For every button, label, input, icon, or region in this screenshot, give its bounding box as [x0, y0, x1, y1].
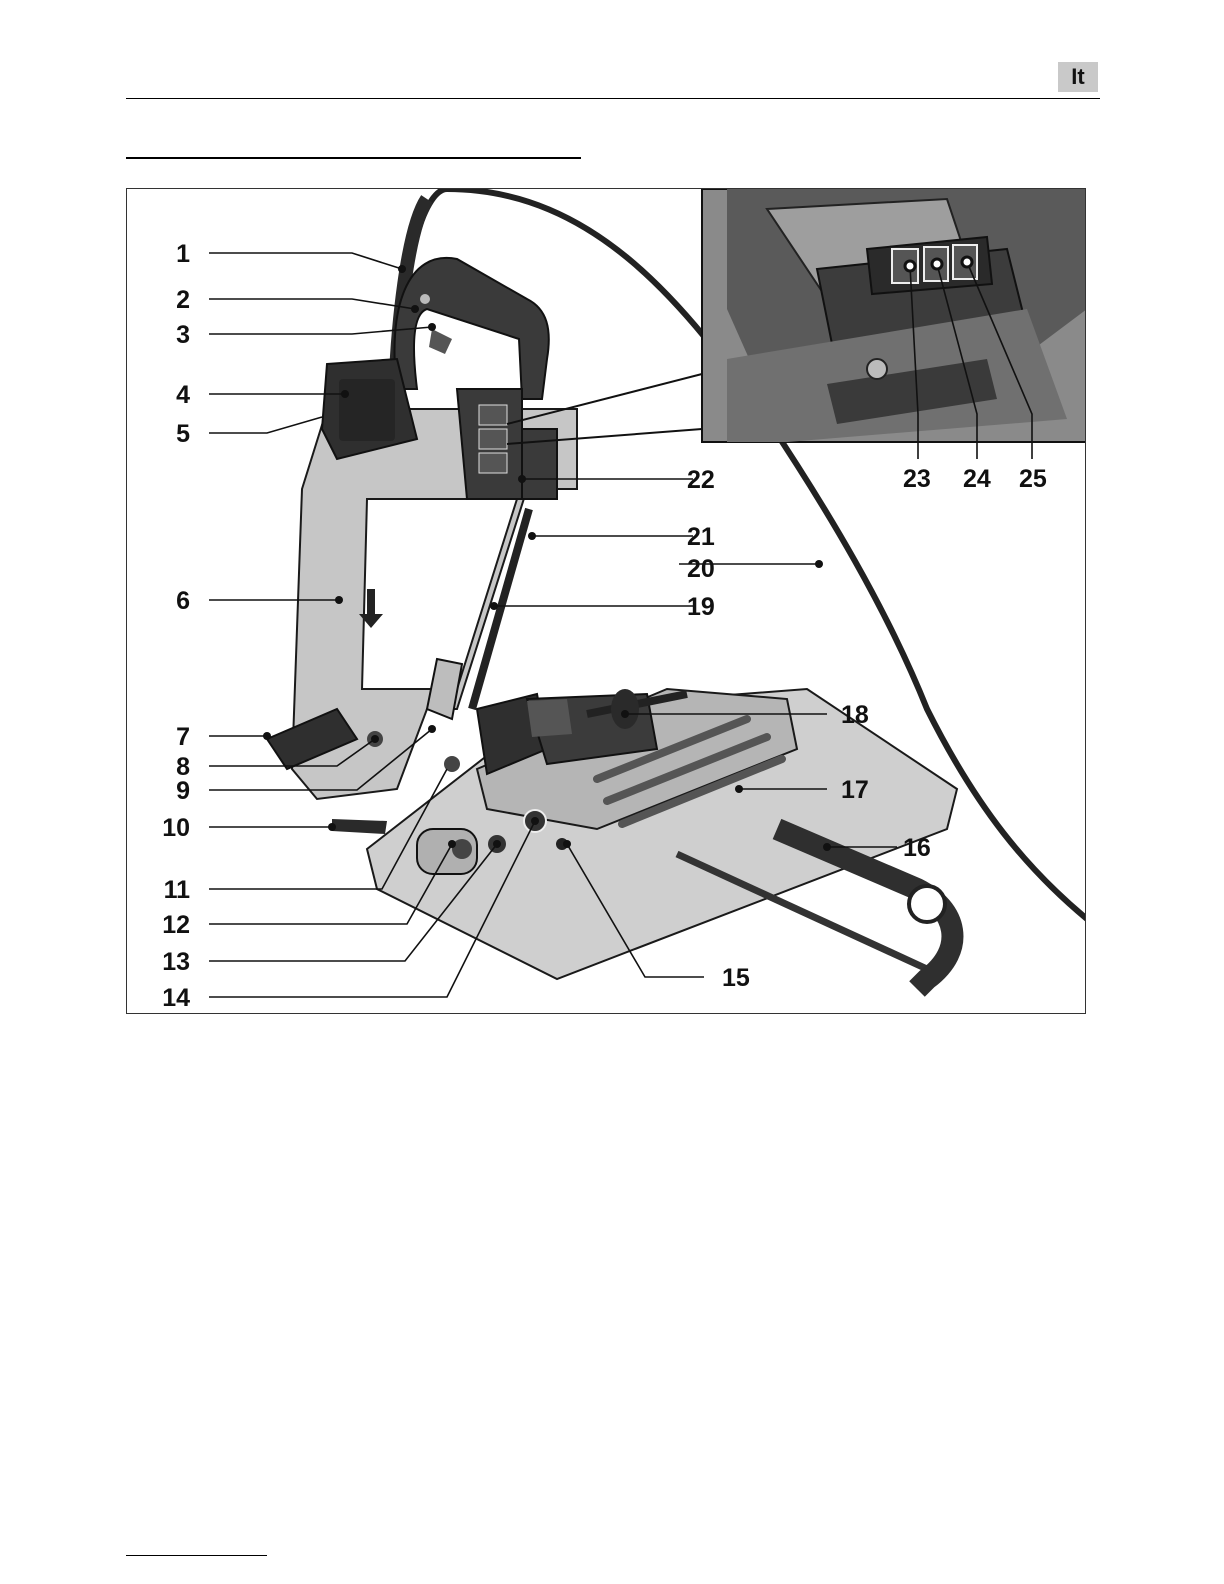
callout-label: 22: [687, 466, 715, 494]
callout-label: 10: [162, 814, 190, 842]
callout-label: 13: [162, 948, 190, 976]
header-rule: [126, 98, 1100, 99]
blade-guide: [522, 429, 557, 499]
trigger-switch: [429, 329, 452, 354]
callout-label: 3: [176, 321, 190, 349]
clamp-lever: [332, 819, 387, 834]
callout-label: 11: [164, 876, 191, 904]
vise-jaw-grip: [527, 699, 572, 737]
vise-handwheel: [611, 689, 639, 729]
callout-label: 2: [176, 286, 190, 314]
section-title-rule: [126, 157, 581, 159]
switch-mini-2: [479, 429, 507, 449]
language-badge: It: [1058, 62, 1098, 92]
wheel-cover: [339, 379, 395, 441]
switch-mini-1: [479, 405, 507, 425]
callout-label: 7: [176, 723, 190, 751]
callout-label: 5: [176, 420, 190, 448]
callout-label: 19: [687, 593, 715, 621]
callout-label: 18: [841, 701, 869, 729]
bandsaw-illustration-figure: 1 2 3 4 5 6 7 8 9 10 11 12 13 14 15 16 1…: [126, 188, 1086, 1014]
callout-label: 24: [963, 465, 991, 493]
callout-label: 14: [162, 984, 190, 1012]
bandsaw-illustration: 1 2 3 4 5 6 7 8 9 10 11 12 13 14 15 16 1…: [127, 189, 1086, 1014]
callout-label: 23: [903, 465, 931, 493]
callout-label: 4: [176, 381, 190, 409]
callout-label: 1: [176, 240, 190, 268]
support-arm-ring: [909, 886, 945, 922]
callout-label: 25: [1019, 465, 1047, 493]
callout-label: 17: [841, 776, 869, 804]
callout-label: 15: [722, 964, 750, 992]
callout-label: 16: [903, 834, 931, 862]
switch-mini-3: [479, 453, 507, 473]
footer-rule: [126, 1555, 267, 1556]
lock-button: [420, 294, 430, 304]
callout-label: 12: [162, 911, 190, 939]
callout-label: 21: [687, 523, 715, 551]
callout-label: 6: [176, 587, 190, 615]
callout-label: 20: [687, 555, 715, 583]
callout-label: 9: [176, 777, 190, 805]
